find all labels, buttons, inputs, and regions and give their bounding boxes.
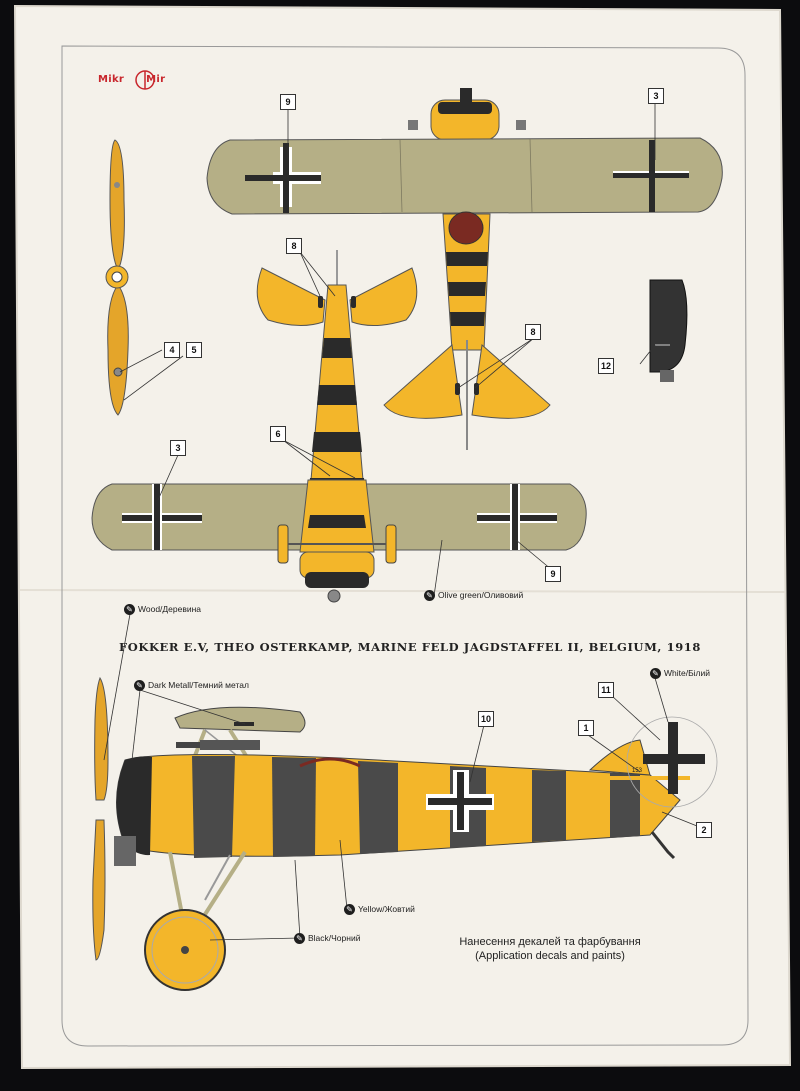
side-view-airframe: 153 [92,676,718,991]
marker-4: 4 [164,342,182,360]
paint-black: ✎Black/Чорний [294,933,361,945]
marker-11: 11 [598,682,616,700]
instructions-caption: Нанесення декалей та фарбування (Applica… [430,935,670,963]
paint-dark-metal: ✎Dark Metall/Темний метал [134,680,249,692]
fuselage-detail [649,279,688,382]
brush-icon: ✎ [424,590,435,602]
paint-olive-label: Olive green/Оливовий [438,590,524,600]
marker-9-top: 9 [280,94,298,112]
marker-5: 5 [186,342,204,360]
paint-white-label: White/Білий [664,668,711,678]
brand-logo: Mikr Mir [98,74,165,85]
marker-9-bottom: 9 [545,566,563,584]
paint-wood-label: Wood/Деревина [138,604,202,614]
logo-text-right: Mir [146,74,166,85]
fold-line [19,589,786,593]
marker-10: 10 [478,711,496,729]
caption-english: (Application decals and paints) [475,950,625,962]
svg-text:153: 153 [632,768,643,774]
marker-12: 12 [598,358,616,376]
paint-white: ✎White/Білий [650,668,711,680]
paint-yellow-label: Yellow/Жовтий [358,904,415,914]
marker-6: 6 [270,426,288,444]
paint-dark-metal-label: Dark Metall/Темний метал [148,680,249,690]
brush-icon: ✎ [294,933,305,945]
upper-wing-top [206,137,723,215]
propeller-view [105,139,129,416]
scheme-title: FOKKER E.V, THEO OSTERKAMP, MARINE FELD … [118,640,702,654]
caption-ukrainian: Нанесення декалей та фарбування [459,936,641,948]
brush-icon: ✎ [650,668,661,680]
marker-1: 1 [578,720,596,738]
marker-8-right: 8 [525,324,543,342]
marker-2: 2 [696,822,714,840]
paint-yellow: ✎Yellow/Жовтий [344,904,415,916]
leader-lines [103,104,698,941]
marker-3-top: 3 [648,88,666,106]
page-border [61,45,749,1047]
underside-view-airframe [91,250,587,603]
paint-wood: ✎Wood/Деревина [124,604,202,616]
marker-8-left: 8 [286,238,304,256]
marker-3-bottom: 3 [170,440,188,458]
logo-text-left: Mikr [98,74,125,85]
brush-icon: ✎ [134,680,145,692]
paint-olive: ✎Olive green/Оливовий [424,590,524,602]
brush-icon: ✎ [344,904,355,916]
top-view-airframe [206,88,723,450]
paint-black-label: Black/Чорний [308,933,361,943]
brush-icon: ✎ [124,604,135,616]
